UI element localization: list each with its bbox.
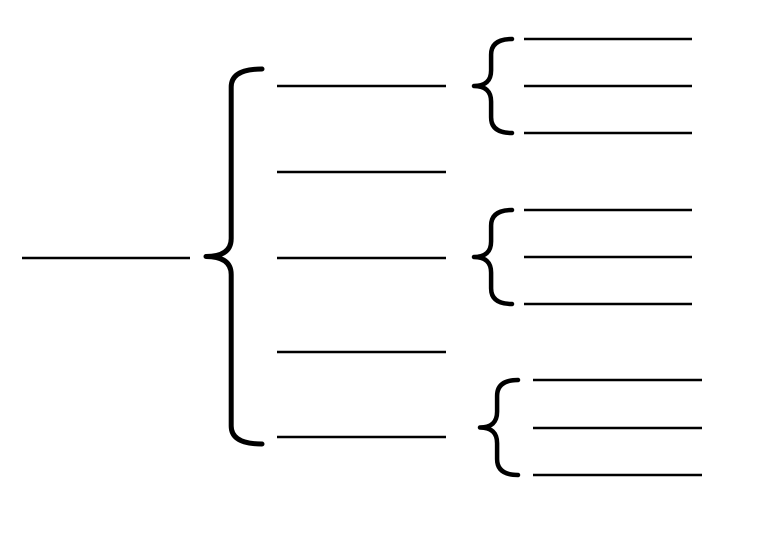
braces-layer	[203, 36, 521, 478]
sub-brace-5	[477, 377, 521, 478]
sub-brace-3	[471, 207, 515, 307]
blank-lines-layer	[22, 37, 702, 477]
sub-brace-1	[471, 36, 515, 136]
main-brace	[203, 66, 265, 447]
